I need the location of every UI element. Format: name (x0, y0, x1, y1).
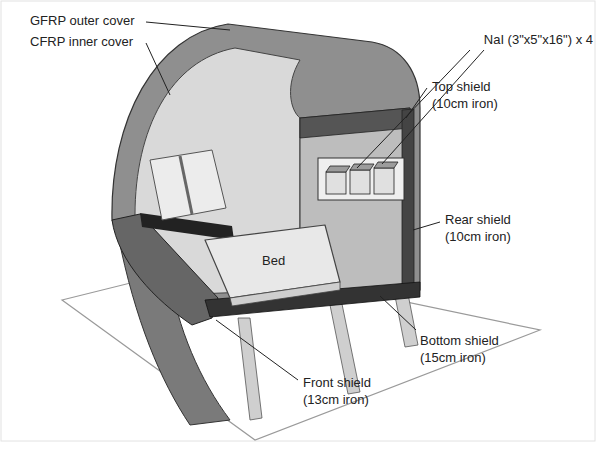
top-shield (300, 108, 410, 138)
callout-label: NaI (3"x5"x16") x 4 (484, 31, 593, 48)
callout-label: Rear shield (10cm iron) (445, 211, 537, 245)
seat-back (150, 150, 226, 220)
front-shield-top (140, 213, 234, 240)
strap (180, 156, 192, 214)
callout-label: Front shield (13cm iron) (303, 374, 399, 408)
frame (1, 1, 595, 441)
callout-label: Bottom shield (15cm iron) (420, 332, 520, 366)
callout-label: GFRP outer cover (30, 12, 135, 29)
part-label: Bed (262, 252, 285, 269)
nai-detectors (326, 162, 398, 194)
support-leg (238, 318, 262, 420)
callout-label: Top shield (10cm iron) (432, 78, 524, 112)
callout-label: CFRP inner cover (30, 33, 133, 50)
leader-lines (146, 22, 484, 380)
bed-edge (230, 282, 340, 306)
